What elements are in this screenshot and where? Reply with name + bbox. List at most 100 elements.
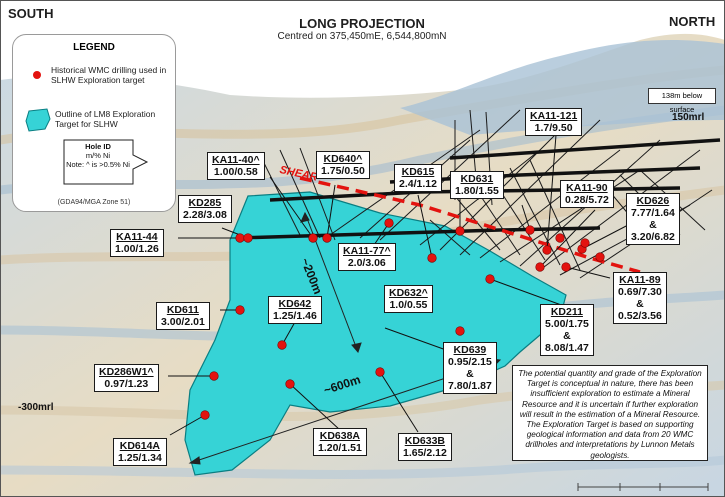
drill-hole-dot — [278, 341, 286, 349]
drill-hole-dot — [210, 372, 218, 380]
hole-id: KD642 — [278, 298, 312, 310]
hole-grade: 1.65/2.12 — [403, 447, 447, 459]
map-title: LONG PROJECTION — [299, 16, 425, 31]
drill-hole-dot — [286, 380, 294, 388]
drill-hole-dot — [428, 254, 436, 262]
drill-hole-dot — [456, 327, 464, 335]
hole-amp: & — [466, 368, 474, 380]
drill-hole-dot — [385, 219, 393, 227]
drill-hole-dot — [536, 263, 544, 271]
hole-grade: 2.28/3.08 — [183, 209, 227, 221]
hole-grade: 0.97/1.23 — [104, 378, 149, 390]
hole-id: KA11-121 — [530, 110, 578, 122]
hole-grade: 3.00/2.01 — [161, 316, 205, 328]
shear-line — [299, 176, 641, 274]
hole-label-ka11-77: KA11-77^2.0/3.06 — [338, 243, 396, 271]
hole-grade: 0.28/5.72 — [565, 194, 609, 206]
hole-amp: & — [636, 298, 644, 310]
hole-grade: 1.80/1.55 — [455, 185, 499, 197]
legend-projection: (GDA94/MGA Zone 51) — [57, 199, 131, 206]
scale-bar — [577, 483, 709, 491]
legend-key-title: Hole ID — [85, 142, 111, 151]
hole-id: KD285 — [188, 197, 222, 209]
drill-hole-dot — [309, 234, 317, 242]
hole-id: KD633B — [404, 435, 446, 447]
hole-id: KD631 — [460, 173, 494, 185]
hole-id: KA11-89 — [619, 274, 661, 286]
drill-hole-dot — [376, 368, 384, 376]
surface-ridge — [400, 40, 725, 135]
hole-grade: 0.95/2.15 — [448, 356, 492, 368]
hole-grade-2: 7.80/1.87 — [448, 380, 492, 392]
hole-grade: 1.25/1.46 — [273, 310, 317, 322]
legend-panel: LEGEND Historical WMC drilling used in S… — [12, 34, 176, 212]
drill-hole-dot — [562, 263, 570, 271]
hole-grade: 1.20/1.51 — [318, 442, 362, 454]
hole-id: KD640^ — [323, 153, 363, 165]
drill-hole-dot — [456, 227, 464, 235]
hole-label-ka11-40: KA11-40^1.00/0.58 — [207, 152, 265, 180]
hole-grade: 1.0/0.55 — [389, 299, 428, 311]
drill-hole-dot — [556, 234, 564, 242]
legend-drill-text: Historical WMC drilling used in SLHW Exp… — [51, 65, 167, 85]
hole-amp: & — [649, 219, 657, 231]
hole-grade: 1.00/1.26 — [115, 243, 159, 255]
north-label: NORTH — [669, 14, 716, 29]
legend-title: LEGEND — [73, 42, 115, 53]
legend-key-text: Hole ID m/% Ni Note: ^ is >0.5% Ni — [63, 142, 133, 169]
hole-grade: 0.69/7.30 — [618, 286, 662, 298]
exploration-target-disclaimer: The potential quantity and grade of the … — [512, 365, 708, 461]
drill-hole-dot — [581, 239, 589, 247]
hole-grade: 1.7/9.50 — [534, 122, 573, 134]
legend-key-units: m/% Ni — [85, 151, 111, 160]
legend-key-note: Note: ^ is >0.5% Ni — [66, 160, 130, 169]
hole-grade: 7.77/1.64 — [631, 207, 675, 219]
drill-hole-dot — [201, 411, 209, 419]
hole-id: KD211 — [550, 306, 583, 318]
drill-hole-dot — [543, 246, 551, 254]
drill-hole-dot — [244, 234, 252, 242]
hole-id: KD611 — [166, 304, 199, 316]
drill-hole-dot — [236, 306, 244, 314]
hole-id: KD638A — [319, 430, 361, 442]
hole-id: KA11-44 — [116, 231, 158, 243]
hole-label-kd640: KD640^1.75/0.50 — [316, 151, 370, 179]
drill-hole-dot — [323, 234, 331, 242]
hole-id: KA11-77^ — [343, 245, 391, 257]
hole-id: KA11-90 — [566, 182, 608, 194]
rl-minus300-label: -300mrl — [18, 402, 54, 413]
drill-hole-dot — [596, 253, 604, 261]
hole-id: KD615 — [401, 166, 435, 178]
hole-label-kd286w1: KD286W1^0.97/1.23 — [94, 364, 159, 392]
south-label: SOUTH — [8, 6, 54, 21]
hole-grade: 5.00/1.75 — [545, 318, 589, 330]
hole-amp: & — [563, 330, 571, 342]
hole-id: KD632^ — [389, 287, 428, 299]
hole-grade-2: 3.20/6.82 — [631, 231, 675, 243]
hole-label-kd632: KD632^1.0/0.55 — [384, 285, 433, 313]
hole-grade: 1.25/1.34 — [118, 452, 162, 464]
hole-grade: 1.00/0.58 — [213, 166, 258, 178]
hole-grade: 2.0/3.06 — [347, 257, 386, 269]
map-subtitle: Centred on 375,450mE, 6,544,800mN — [277, 31, 447, 42]
below-surface-note: 138m below surface — [648, 88, 716, 114]
rl-150-label: 150mrl — [672, 112, 705, 123]
drill-hole-dot — [486, 275, 494, 283]
exploration-target-outline — [184, 191, 567, 476]
drill-hole-dot — [236, 234, 244, 242]
hole-grade-2: 8.08/1.47 — [545, 342, 589, 354]
